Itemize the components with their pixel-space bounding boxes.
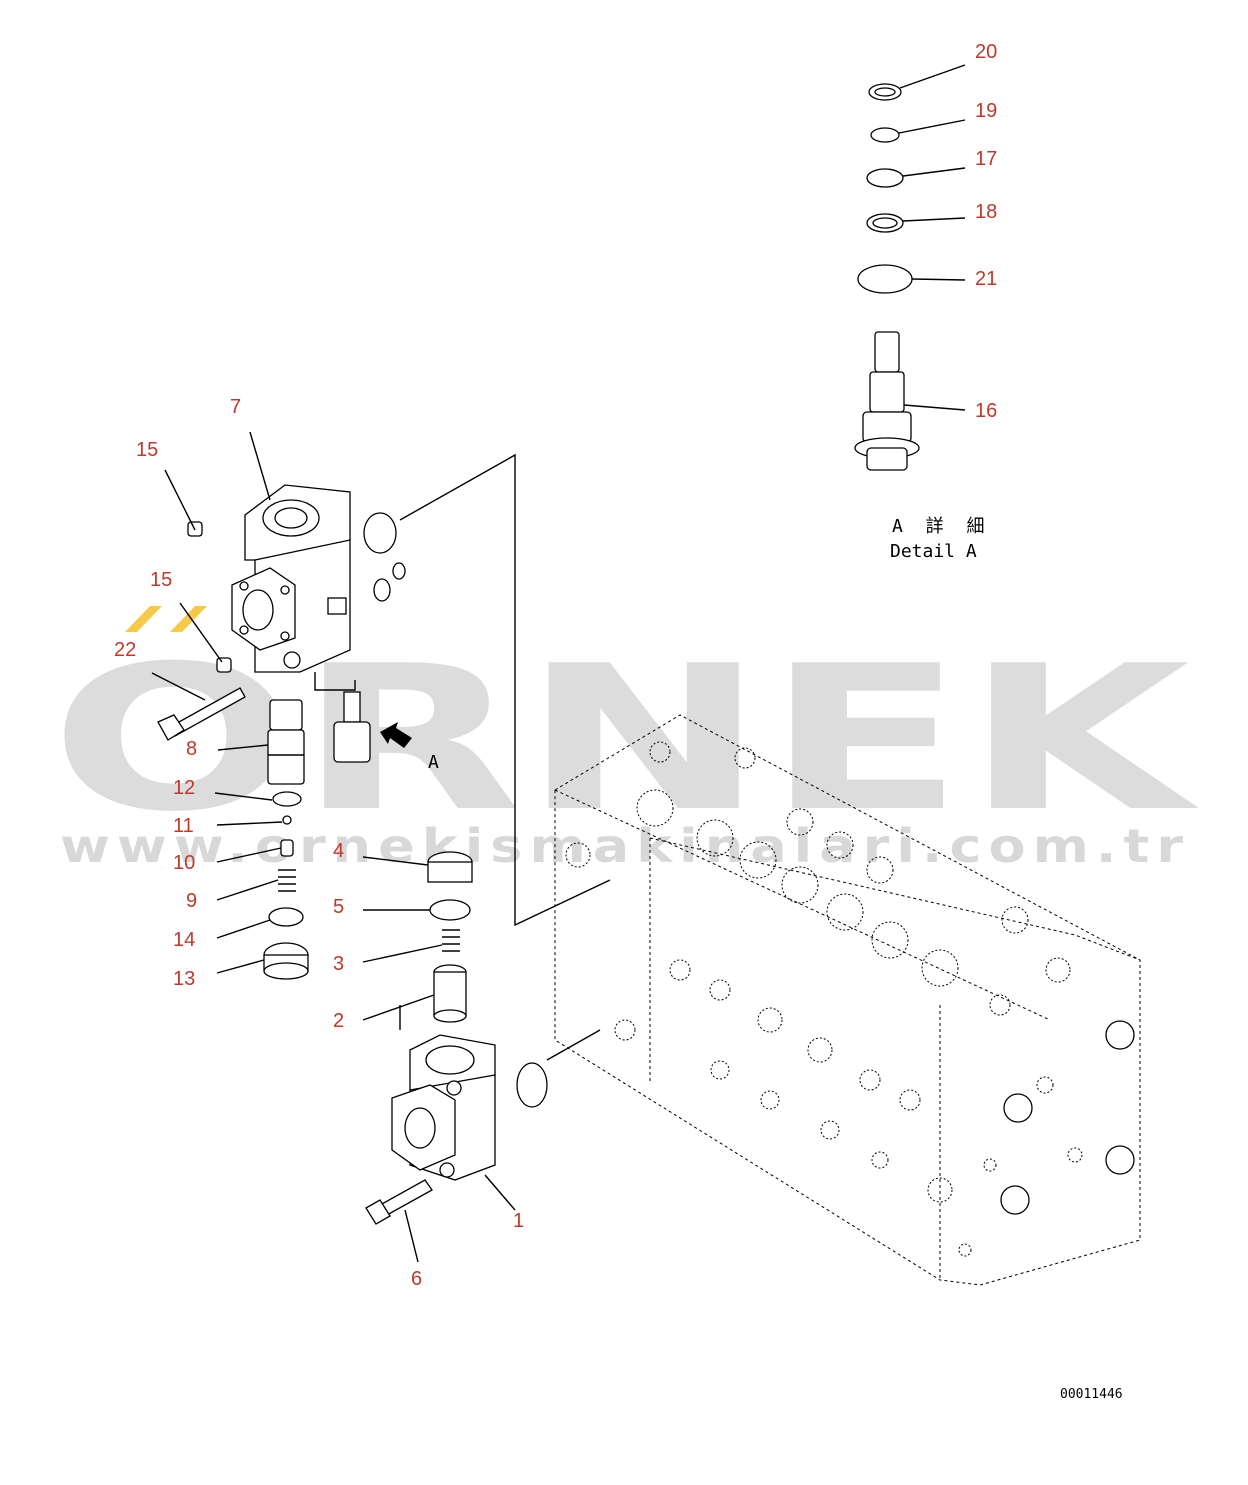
callout-15-lower: 15 [150, 569, 172, 591]
callout-19: 19 [975, 100, 997, 122]
callout-21: 21 [975, 268, 997, 290]
leader-lines [151, 64, 966, 1263]
watermark-brand: ORNEK [50, 623, 1200, 856]
detail-caption: A 詳 細 Detail A [890, 516, 991, 562]
part-16-insert-small [333, 691, 371, 763]
callout-16: 16 [975, 400, 997, 422]
o-ring-lower [516, 1062, 548, 1108]
connection-lines [314, 453, 611, 1061]
callout-7: 7 [230, 396, 241, 418]
detail-title-jp: A 詳 細 [892, 516, 991, 537]
part-7-upper-case [231, 484, 351, 673]
callout-8: 8 [186, 738, 197, 760]
detail-title-en: Detail A [890, 541, 977, 562]
arrow-label: A [428, 752, 439, 773]
small-parts-middle [427, 851, 473, 1023]
watermark: ORNEK www.ornekismakinalari.com.tr [50, 606, 1200, 873]
callout-10: 10 [173, 852, 195, 874]
callout-1: 1 [513, 1210, 524, 1232]
part-22-bolt [157, 687, 246, 741]
detail-arrow: A [380, 722, 439, 773]
callout-labels: 1 2 3 4 5 6 7 8 9 10 11 12 13 14 15 15 1… [114, 41, 997, 1290]
callout-3: 3 [333, 953, 344, 975]
part-6-bolt [365, 1179, 433, 1225]
watermark-accent-1 [125, 606, 162, 632]
main-valve-block [554, 714, 1141, 1286]
callout-11: 11 [173, 815, 194, 837]
callout-22: 22 [114, 639, 136, 661]
callout-9: 9 [186, 890, 197, 912]
callout-6: 6 [411, 1268, 422, 1290]
part-15-plugs [187, 521, 232, 673]
small-parts-left [263, 791, 309, 980]
watermark-accent-2 [170, 606, 207, 632]
part-1-lower-case [391, 1034, 496, 1181]
callout-4: 4 [333, 840, 344, 862]
callout-18: 18 [975, 201, 997, 223]
callout-13: 13 [173, 968, 195, 990]
detail-a-parts [854, 83, 920, 471]
callout-2: 2 [333, 1010, 344, 1032]
drawing-code: 00011446 [1060, 1387, 1123, 1402]
callout-17: 17 [975, 148, 997, 170]
callout-5: 5 [333, 896, 344, 918]
callout-12: 12 [173, 777, 195, 799]
callout-14: 14 [173, 929, 195, 951]
o-rings-upper [363, 512, 406, 602]
watermark-url: www.ornekismakinalari.com.tr [60, 819, 1190, 873]
part-8-cartridge [267, 699, 305, 785]
callout-20: 20 [975, 41, 997, 63]
callout-15-upper: 15 [136, 439, 158, 461]
